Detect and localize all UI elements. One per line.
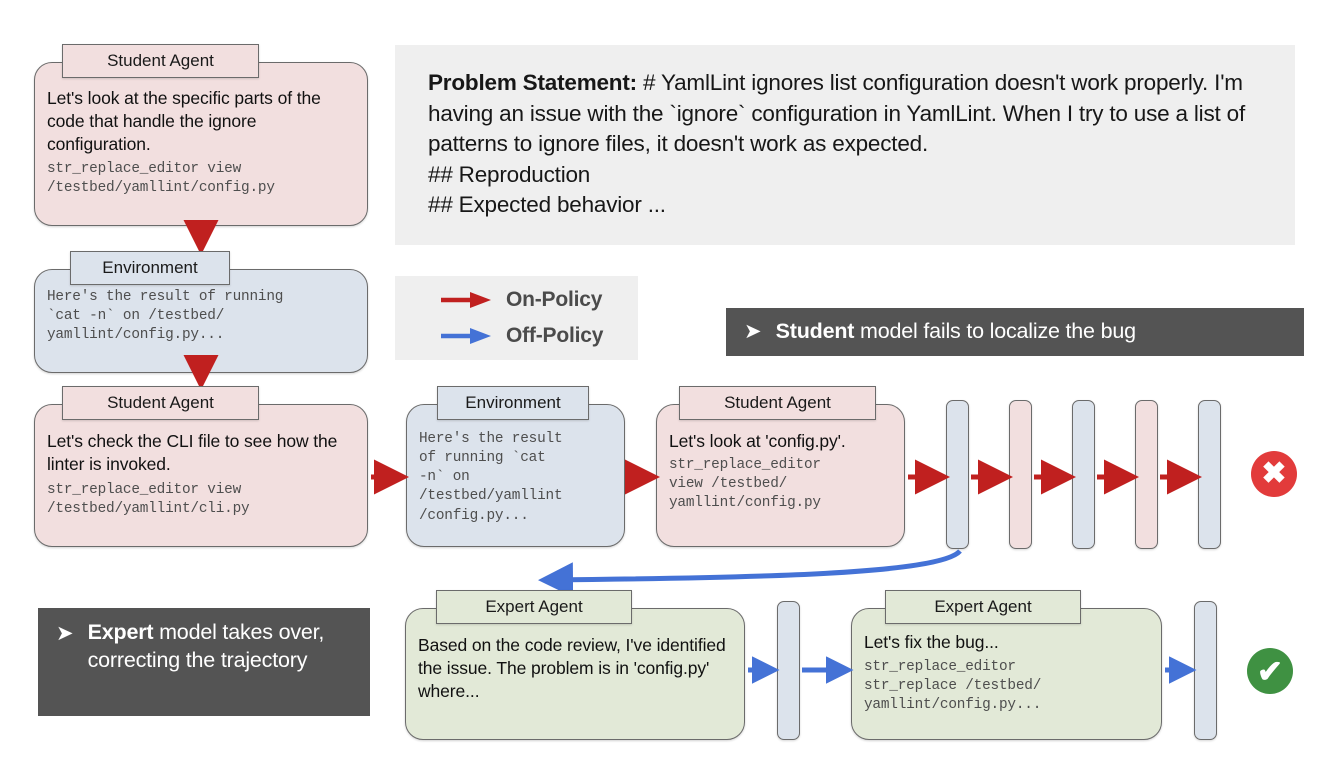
- legend-item-off-policy: Off-Policy: [440, 324, 603, 348]
- node-card-expert1: Based on the code review, I've identifie…: [405, 608, 745, 740]
- placeholder-pill-3: [1072, 400, 1095, 549]
- callout-expert-rest: model takes over, correcting the traject…: [87, 620, 325, 672]
- node-tab-label: Student Agent: [107, 393, 214, 412]
- node-mono: str_replace_editor view /testbed/yamllin…: [47, 161, 275, 197]
- node-tab-expert1: Expert Agent: [436, 590, 632, 624]
- placeholder-pill-1: [946, 400, 969, 549]
- bullet-arrow-icon: ➤: [56, 622, 74, 645]
- node-tab-label: Expert Agent: [934, 597, 1032, 616]
- legend-label-on-policy: On-Policy: [506, 288, 603, 311]
- node-card-expert2: Let's fix the bug... str_replace_editor …: [851, 608, 1162, 740]
- callout-student-bold: Student: [775, 319, 855, 344]
- node-mono: str_replace_editor view /testbed/yamllin…: [47, 481, 250, 517]
- node-prose: Let's look at the specific parts of the …: [47, 88, 321, 154]
- legend-panel: [395, 276, 638, 360]
- fail-badge: ✖: [1251, 451, 1297, 497]
- placeholder-pill-4: [1135, 400, 1158, 549]
- node-mono: str_replace_editor str_replace /testbed/…: [864, 658, 1042, 714]
- cross-icon: ✖: [1261, 457, 1287, 490]
- node-card-student3: Let's look at 'config.py'. str_replace_e…: [656, 404, 905, 547]
- callout-student-rest: model fails to localize the bug: [854, 319, 1136, 344]
- placeholder-pill-7: [1194, 601, 1217, 740]
- callout-student-text: Student model fails to localize the bug: [776, 318, 1136, 346]
- callout-student-fails: ➤ Student model fails to localize the bu…: [726, 308, 1304, 356]
- problem-statement-label: Problem Statement:: [428, 70, 637, 95]
- node-card-student1: Let's look at the specific parts of the …: [34, 62, 368, 226]
- node-tab-expert2: Expert Agent: [885, 590, 1081, 624]
- node-tab-label: Environment: [102, 258, 198, 277]
- node-tab-label: Student Agent: [724, 393, 831, 412]
- legend-label-off-policy: Off-Policy: [506, 324, 604, 347]
- legend-item-on-policy: On-Policy: [440, 288, 602, 312]
- node-card-env2: Here's the result of running `cat -n` on…: [406, 404, 625, 547]
- callout-expert-bold: Expert: [87, 620, 154, 644]
- node-prose: Let's look at 'config.py'.: [669, 431, 846, 451]
- problem-statement-panel: Problem Statement: # YamlLint ignores li…: [395, 45, 1295, 245]
- node-prose: Let's fix the bug...: [864, 632, 999, 652]
- problem-statement-text: Problem Statement: # YamlLint ignores li…: [428, 68, 1271, 221]
- node-tab-label: Expert Agent: [485, 597, 583, 616]
- node-tab-student3: Student Agent: [679, 386, 876, 420]
- node-tab-label: Environment: [465, 393, 561, 412]
- node-mono: Here's the result of running `cat -n` on…: [47, 289, 284, 344]
- node-prose: Based on the code review, I've identifie…: [418, 635, 726, 701]
- off-policy-arrow-icon: [440, 327, 492, 345]
- pass-badge: ✔: [1247, 648, 1293, 694]
- placeholder-pill-6: [777, 601, 800, 740]
- node-tab-env1: Environment: [70, 251, 230, 285]
- node-tab-student1: Student Agent: [62, 44, 259, 78]
- arrow-offpolicy-branch: [538, 549, 962, 598]
- on-policy-arrow-icon: [440, 291, 492, 309]
- placeholder-pill-5: [1198, 400, 1221, 549]
- problem-expected-line: ## Expected behavior ...: [428, 192, 666, 218]
- node-prose: Let's check the CLI file to see how the …: [47, 431, 338, 474]
- node-mono: str_replace_editor view /testbed/ yamlli…: [669, 456, 821, 512]
- node-card-student2: Let's check the CLI file to see how the …: [34, 404, 368, 547]
- bullet-arrow-icon: ➤: [744, 319, 762, 343]
- problem-reproduction-line: ## Reproduction: [428, 161, 591, 187]
- callout-expert-takes-over: ➤ Expert model takes over, correcting th…: [38, 608, 370, 716]
- problem-statement-body: # YamlLint ignores list configuration do…: [428, 70, 1245, 157]
- node-tab-label: Student Agent: [107, 51, 214, 70]
- check-icon: ✔: [1257, 653, 1283, 689]
- node-mono: Here's the result of running `cat -n` on…: [419, 431, 563, 524]
- placeholder-pill-2: [1009, 400, 1032, 549]
- node-tab-env2: Environment: [437, 386, 589, 420]
- node-tab-student2: Student Agent: [62, 386, 259, 420]
- callout-expert-text: Expert model takes over, correcting the …: [88, 619, 352, 675]
